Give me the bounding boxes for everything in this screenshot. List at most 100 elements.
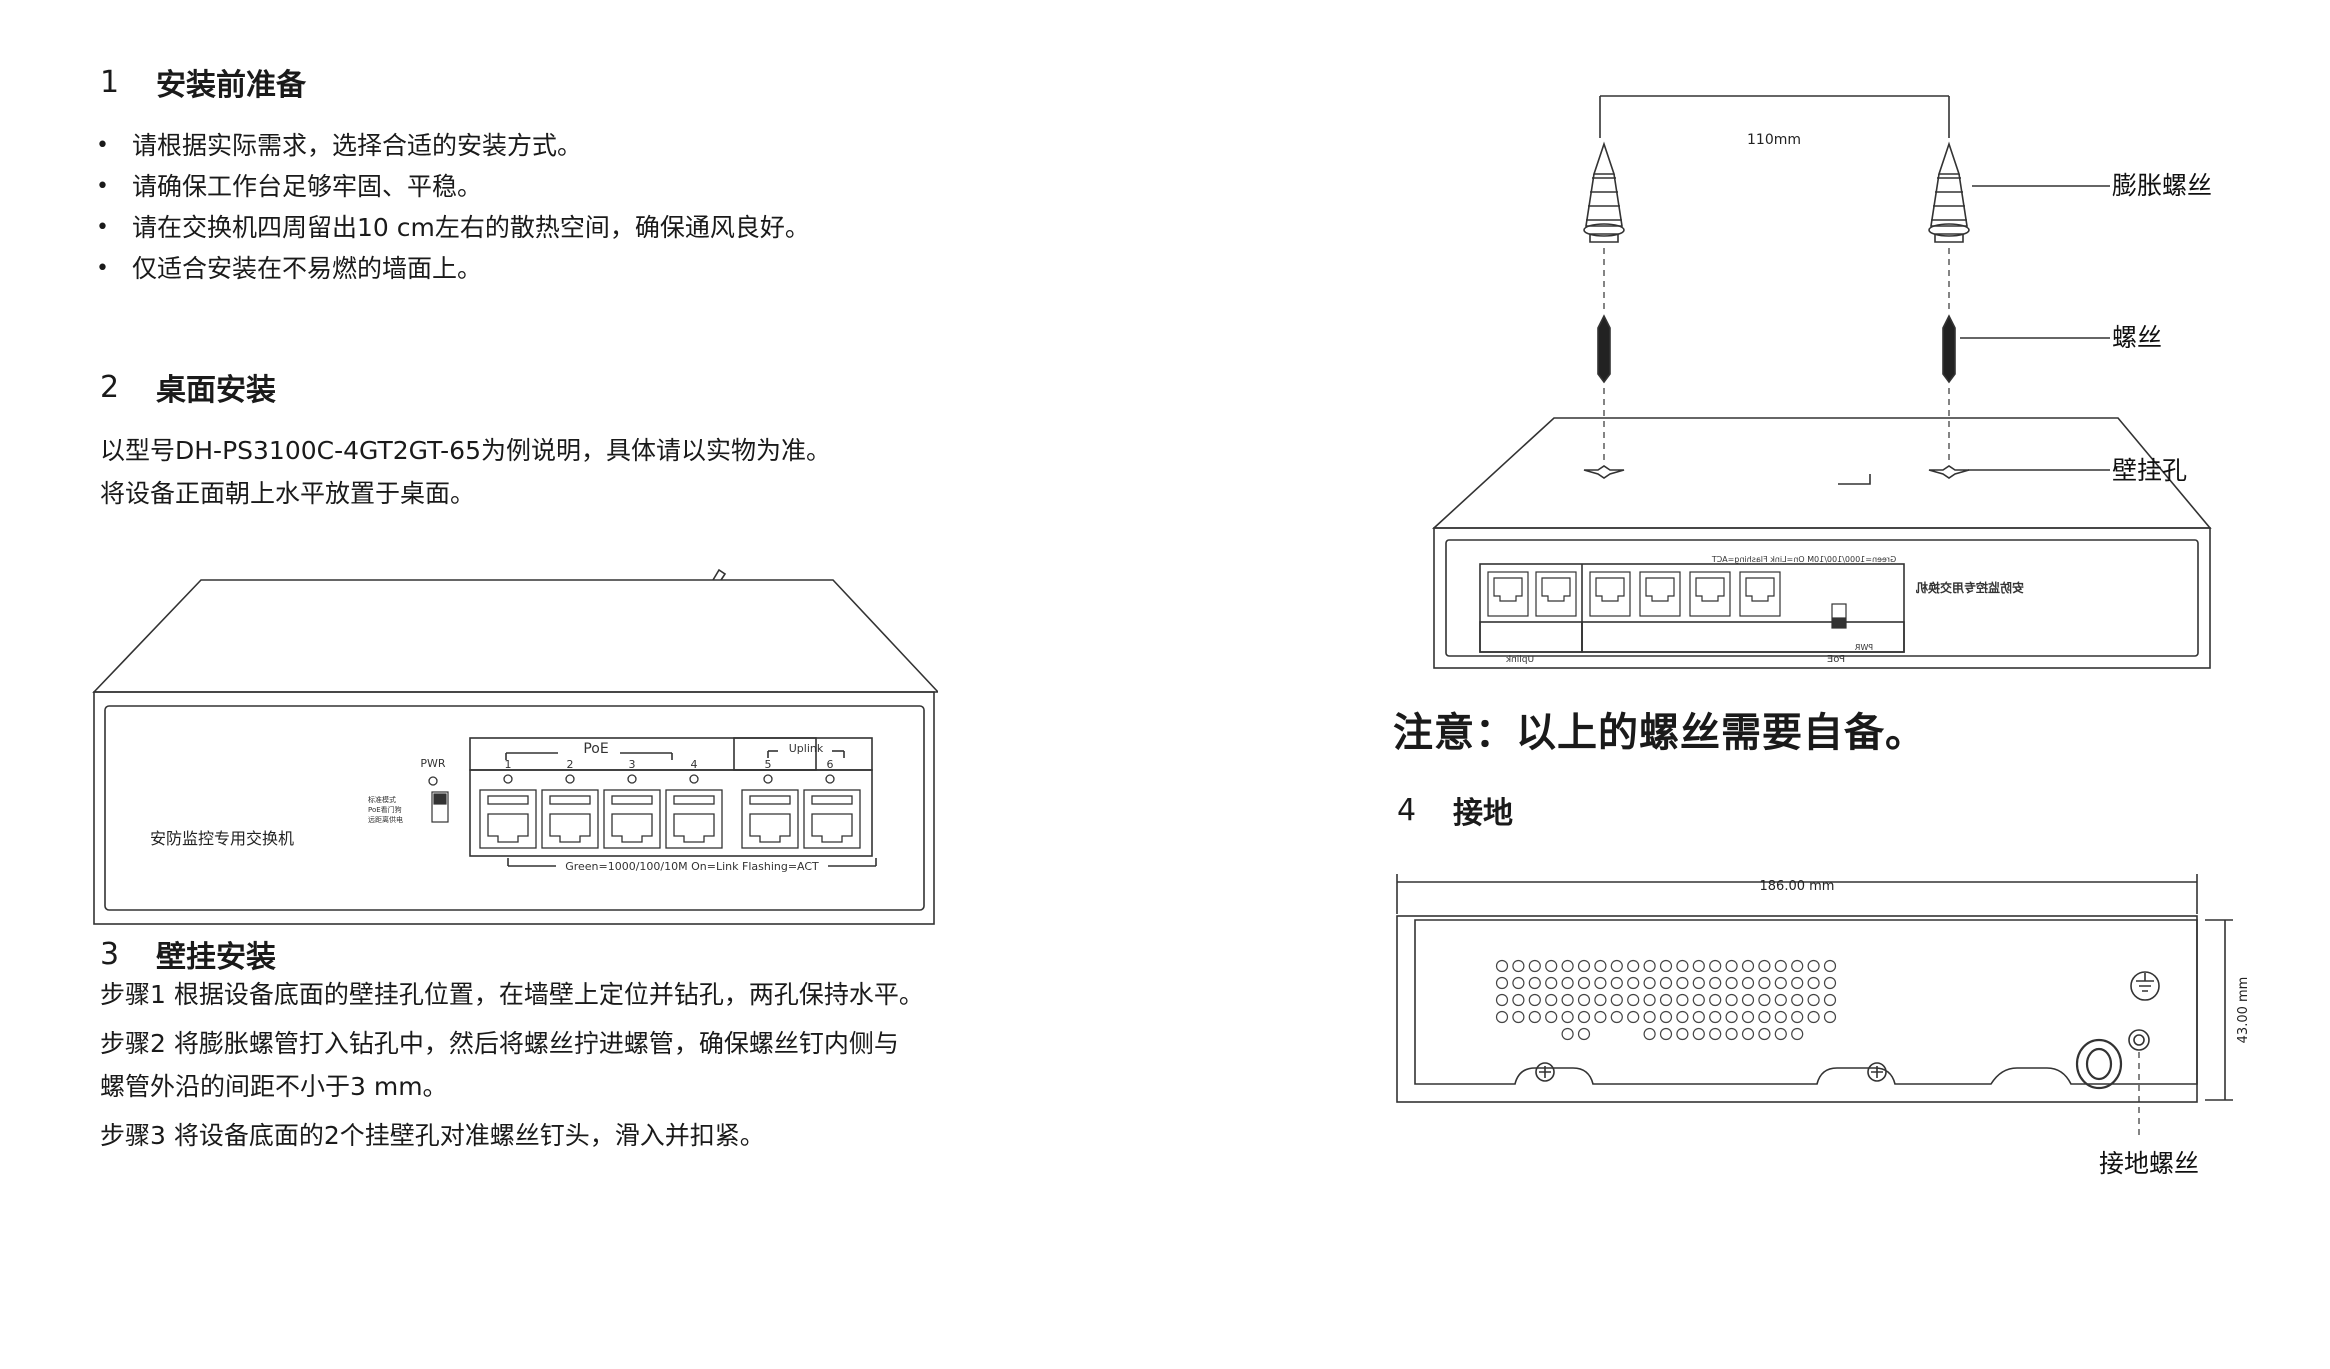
port-number: 4 xyxy=(691,758,698,771)
vent-hole xyxy=(1725,1027,1738,1041)
prep-bullet: •仅适合安装在不易燃的墙面上。 xyxy=(96,248,810,289)
vent-hole xyxy=(1528,1010,1541,1024)
vent-hole xyxy=(1741,993,1755,1007)
switch-front-face xyxy=(93,691,935,925)
bullet-dot-icon: • xyxy=(96,174,109,199)
vent-hole xyxy=(1512,993,1525,1007)
rj45-port-icon xyxy=(1487,571,1529,617)
vent-hole xyxy=(1758,993,1771,1007)
switch-top-face xyxy=(92,579,938,693)
mirrored-uplink-label: Uplink xyxy=(1505,655,1534,665)
vent-hole xyxy=(1577,976,1591,990)
vent-hole xyxy=(1545,1010,1558,1024)
vent-hole xyxy=(1758,976,1771,990)
vent-hole xyxy=(1692,993,1705,1007)
vent-hole xyxy=(1807,993,1820,1007)
rj45-port-icon xyxy=(479,789,537,849)
vent-hole xyxy=(1495,993,1509,1007)
prep-bullet: •请在交换机四周留出10 cm左右的散热空间，确保通风良好。 xyxy=(96,207,810,248)
bullet-dot-icon: • xyxy=(96,133,109,158)
vent-hole xyxy=(1741,959,1755,973)
wall-step: 螺管外沿的间距不小于3 mm。 xyxy=(100,1072,448,1101)
vent-hole xyxy=(1676,976,1689,990)
vent-hole xyxy=(1659,1010,1673,1024)
vent-hole xyxy=(1791,976,1804,990)
rj45-port-icon xyxy=(603,789,661,849)
height-dimension-label: 43.00 mm xyxy=(2236,977,2251,1044)
wall-step: 步骤2 将膨胀螺管打入钻孔中，然后将螺丝拧进螺管，确保螺丝钉内侧与 xyxy=(100,1029,899,1058)
rj45-port-icon xyxy=(665,789,723,849)
vent-hole-grid xyxy=(1495,959,1837,1041)
section4-number: 4 xyxy=(1397,792,1417,828)
vent-hole xyxy=(1545,993,1558,1007)
vent-hole xyxy=(1561,976,1574,990)
ground-stud-icon xyxy=(2075,1038,2123,1090)
device-name-label: 安防监控专用交换机 xyxy=(150,829,294,848)
keyhole-slot-icon xyxy=(1583,465,1625,479)
rj45-port-icon xyxy=(1639,571,1681,617)
section3-number: 3 xyxy=(100,936,120,972)
mirrored-pwr-label: PWR xyxy=(1854,643,1873,652)
vent-hole xyxy=(1725,993,1738,1007)
port-number: 3 xyxy=(629,758,636,771)
vent-hole xyxy=(1594,959,1607,973)
rj45-port-icon xyxy=(1689,571,1731,617)
rj45-port-icon xyxy=(803,789,861,849)
bullet-dot-icon: • xyxy=(96,215,109,240)
screw-icon xyxy=(1942,314,1956,384)
vent-hole xyxy=(1561,959,1574,973)
section1-heading: 1 安装前准备 xyxy=(100,60,306,104)
vent-hole xyxy=(1577,993,1591,1007)
vent-hole xyxy=(1692,959,1705,973)
vent-hole xyxy=(1823,993,1837,1007)
vent-hole xyxy=(1807,1010,1820,1024)
mirrored-led-legend: Green=1000/100/10M On=Link Flashing=ACT xyxy=(1712,555,1897,564)
mode-dip-switch-icon xyxy=(431,791,449,823)
rj45-port-icon xyxy=(541,789,599,849)
vent-hole xyxy=(1791,993,1804,1007)
vent-hole xyxy=(1561,1027,1574,1041)
width-dimension-label: 186.00 mm xyxy=(1760,879,1835,894)
vent-hole xyxy=(1610,959,1623,973)
switch-front-bezel xyxy=(104,705,925,911)
prep-bullet-list: •请根据实际需求，选择合适的安装方式。 •请确保工作台足够牢固、平稳。 •请在交… xyxy=(96,125,810,289)
vent-hole xyxy=(1495,976,1509,990)
bottom-view-illustration: 186.00 mm 43.00 mm 接地螺丝 xyxy=(1396,874,2251,1178)
vent-hole xyxy=(1676,1027,1689,1041)
wall-mount-illustration: Green=1000/100/10M On=Link Flashing=ACT … xyxy=(1431,95,2212,669)
vent-hole xyxy=(1709,993,1722,1007)
section3-title: 壁挂安装 xyxy=(156,940,276,975)
vent-hole xyxy=(1709,1027,1722,1041)
vent-hole xyxy=(1791,1010,1804,1024)
vent-hole xyxy=(1676,993,1689,1007)
port-number: 5 xyxy=(765,758,772,771)
vent-hole xyxy=(1758,959,1771,973)
ground-post-icon xyxy=(712,568,727,581)
vent-hole xyxy=(1528,993,1541,1007)
mount-screw-icon xyxy=(1535,1062,1555,1082)
anchor-label: 膨胀螺丝 xyxy=(2112,171,2212,200)
desk-line: 以型号DH-PS3100C-4GT2GT-65为例说明，具体请以实物为准。 xyxy=(100,436,831,465)
vent-hole xyxy=(1643,993,1656,1007)
rj45-port-icon xyxy=(1535,571,1577,617)
vent-hole xyxy=(1774,959,1787,973)
bullet-dot-icon: • xyxy=(96,256,109,281)
vent-hole xyxy=(1610,976,1623,990)
vent-hole xyxy=(1659,976,1673,990)
mirrored-device-name: 安防监控专用交换机 xyxy=(1916,580,2024,595)
section4-title: 接地 xyxy=(1453,796,1513,831)
vent-hole xyxy=(1725,976,1738,990)
section2-number: 2 xyxy=(100,369,120,405)
vent-hole xyxy=(1823,959,1837,973)
switch-front-illustration: PWR PoE Uplink 1 2 3 4 5 6 标准模式 PoE看门狗 远… xyxy=(92,568,938,925)
screw-note: 注意：以上的螺丝需要自备。 xyxy=(1393,710,1926,756)
switch-rear-face xyxy=(1433,527,2211,669)
spacing-label: 110mm xyxy=(1747,132,1801,148)
vent-hole xyxy=(1577,1027,1591,1041)
vent-hole xyxy=(1758,1010,1771,1024)
port-block xyxy=(469,769,873,857)
vent-hole xyxy=(1643,1010,1656,1024)
vent-hole xyxy=(1823,976,1837,990)
rj45-port-icon xyxy=(1739,571,1781,617)
vent-hole xyxy=(1807,976,1820,990)
